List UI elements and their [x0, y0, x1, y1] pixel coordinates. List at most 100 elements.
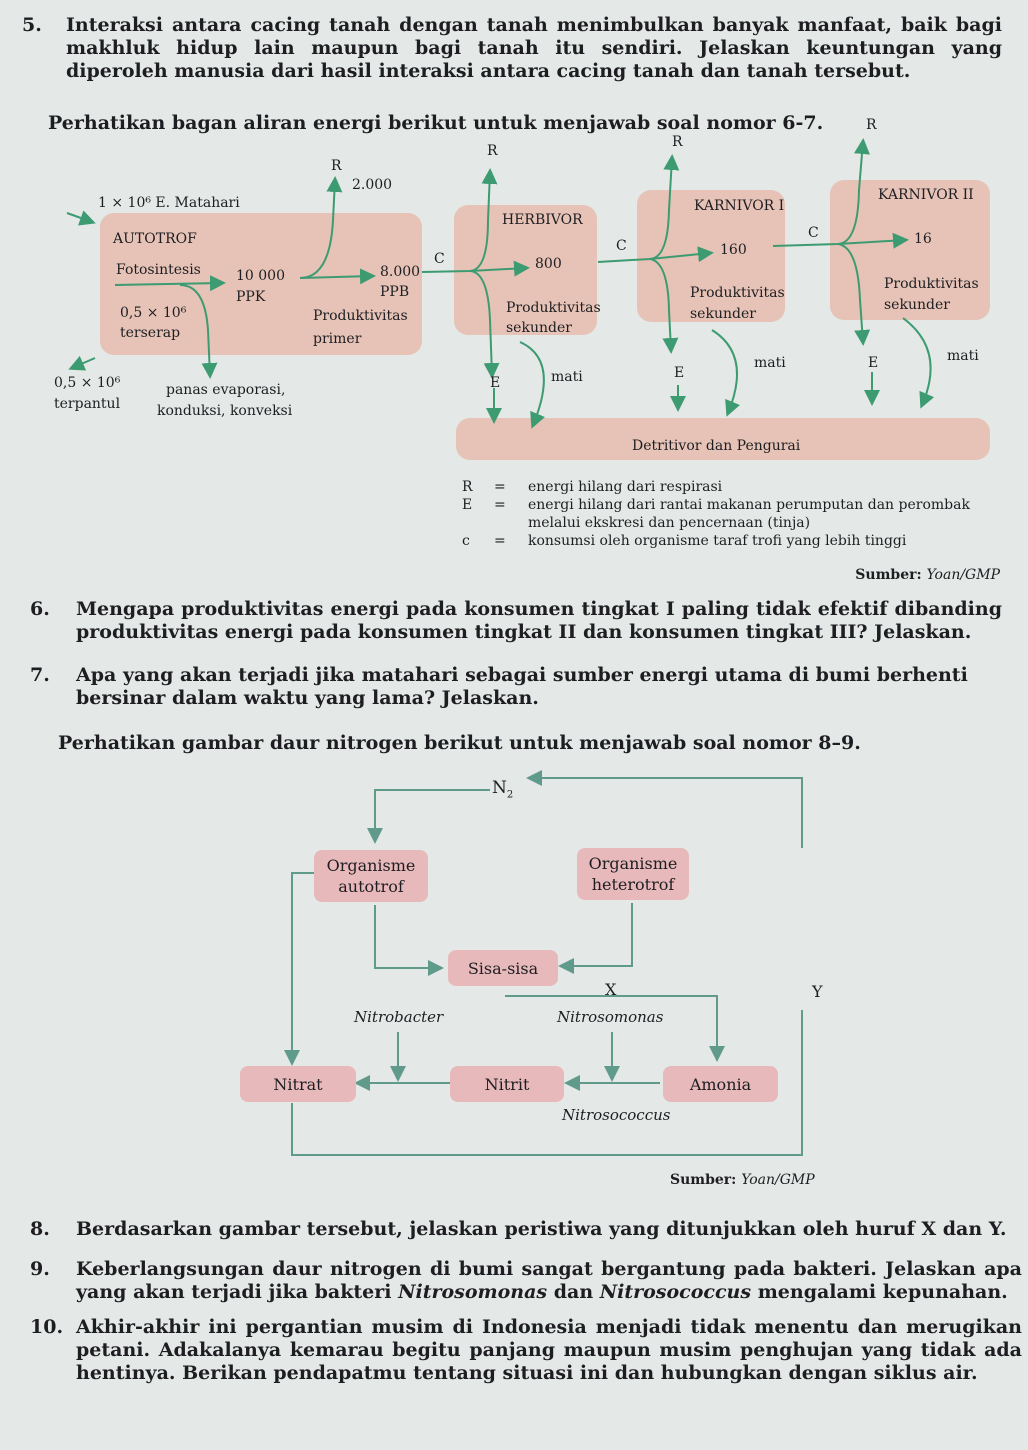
source-energy: Sumber: Yoan/GMP [855, 567, 1000, 583]
amonia-box: Amonia [663, 1066, 778, 1102]
sekunder-label: Produktivitas [884, 276, 979, 292]
legend-key: E [462, 497, 473, 513]
karnivor2-label: KARNIVOR II [878, 187, 974, 203]
e-label: E [674, 365, 685, 381]
question-text: Mengapa produktivitas energi pada konsum… [76, 598, 1002, 643]
absorbed-value: 0,5 × 10⁶ [120, 305, 187, 321]
mati-label: mati [754, 355, 786, 371]
text-italic: Nitrosomonas [398, 1281, 548, 1303]
n2-subscript: 2 [506, 789, 514, 801]
sekunder-label: Produktivitas [690, 285, 785, 301]
legend-text: konsumsi oleh organisme taraf trofi yang… [528, 533, 907, 549]
sun-energy-label: 1 × 10⁶ E. Matahari [98, 195, 240, 211]
nitrogen-heading: Perhatikan gambar daur nitrogen berikut … [58, 732, 861, 754]
mati-label: mati [947, 348, 979, 364]
question-number: 9. [30, 1258, 50, 1280]
source-value: Yoan/GMP [741, 1172, 815, 1188]
autotrof-label: AUTOTROF [113, 231, 197, 247]
question-text: Berdasarkan gambar tersebut, jelaskan pe… [76, 1218, 1007, 1240]
legend-key: R [462, 479, 473, 495]
organisme-autotrof-box: Organisme autotrof [314, 850, 428, 902]
fotosintesis-label: Fotosintesis [116, 262, 201, 278]
source-label: Sumber: [670, 1172, 737, 1188]
box-label: Organisme [588, 854, 678, 873]
reflected-value: 0,5 × 10⁶ [54, 375, 121, 391]
r-label: R [866, 117, 877, 133]
r-label: R [331, 158, 342, 174]
text-part: mengalami kepunahan. [751, 1281, 1008, 1303]
legend-eq [494, 514, 528, 532]
ppb-label: PPB [380, 284, 410, 300]
text-part: Keberlangsungan daur nitrogen di bumi sa… [76, 1258, 1022, 1303]
e-label: E [868, 355, 879, 371]
legend-eq: = [494, 497, 506, 513]
c-label: C [616, 238, 627, 254]
reflected-label: terpantul [54, 396, 121, 412]
heat-label-2: konduksi, konveksi [157, 403, 293, 419]
nitrosococcus-label: Nitrosococcus [562, 1106, 671, 1124]
box-label: Organisme [326, 856, 416, 875]
sekunder-label: Produktivitas [506, 300, 601, 316]
legend-row: melalui ekskresi dan pencernaan (tinja) [462, 514, 970, 532]
text-italic: Nitrosococcus [599, 1281, 752, 1303]
detritivor-label: Detritivor dan Pengurai [632, 438, 801, 454]
karnivor2-value: 16 [914, 231, 932, 247]
legend-eq: = [494, 533, 506, 549]
source-nitrogen: Sumber: Yoan/GMP [670, 1172, 815, 1188]
question-text: Interaksi antara cacing tanah dengan tan… [66, 14, 1002, 82]
sekunder-label-2: sekunder [690, 306, 756, 322]
question-number: 8. [30, 1218, 50, 1240]
nitrobacter-label: Nitrobacter [354, 1008, 444, 1026]
source-label: Sumber: [855, 567, 922, 583]
n2-text: N [492, 778, 507, 798]
herbivor-label: HERBIVOR [502, 212, 583, 228]
x-label: X [605, 980, 617, 999]
nitrosomonas-label: Nitrosomonas [557, 1008, 664, 1026]
r-label: R [672, 134, 683, 150]
primer-label: Produktivitas [313, 308, 408, 324]
question-text: Apa yang akan terjadi jika matahari seba… [76, 664, 968, 709]
legend-eq: = [494, 479, 506, 495]
sekunder-label-2: sekunder [506, 320, 572, 336]
legend: R = energi hilang dari respirasi E = energi … [462, 478, 970, 550]
question-10: 10. Akhir-akhir ini pergantian musim di … [30, 1316, 1022, 1388]
sisa-sisa-box: Sisa-sisa [448, 950, 558, 986]
question-9: 9. Keberlangsungan daur nitrogen di bumi… [30, 1258, 1022, 1306]
energy-heading: Perhatikan bagan aliran energi berikut u… [48, 112, 824, 134]
box-label: autotrof [338, 877, 404, 896]
question-6: 6. Mengapa produktivitas energi pada kon… [30, 598, 1002, 646]
c-label: C [808, 225, 819, 241]
question-8: 8. Berdasarkan gambar tersebut, jelaskan… [30, 1218, 1010, 1242]
legend-row: E = energi hilang dari rantai makanan peru… [462, 496, 970, 514]
ppb-value: 8.000 [380, 264, 421, 280]
legend-key [462, 514, 494, 532]
e-label: E [490, 375, 501, 391]
ppk-value: 10 000 [236, 268, 285, 284]
heat-label: panas evaporasi, [166, 382, 286, 398]
absorbed-label: terserap [120, 325, 181, 341]
question-number: 6. [30, 598, 50, 620]
herbivor-value: 800 [535, 256, 562, 272]
legend-text: energi hilang dari rantai makanan perump… [528, 497, 970, 513]
question-7: 7. Apa yang akan terjadi jika matahari s… [30, 664, 1002, 712]
question-5: 5. Interaksi antara cacing tanah dengan … [22, 14, 1002, 86]
detritivor-box [456, 418, 990, 460]
ppk-label: PPK [236, 289, 266, 305]
legend-text: melalui ekskresi dan pencernaan (tinja) [528, 515, 811, 531]
question-number: 7. [30, 664, 50, 686]
legend-text: energi hilang dari respirasi [528, 479, 723, 495]
text-part: dan [547, 1281, 600, 1303]
question-number: 5. [22, 14, 42, 36]
c-label: C [434, 251, 445, 267]
karnivor1-value: 160 [720, 242, 747, 258]
legend-key: c [462, 533, 470, 549]
question-text: Akhir-akhir ini pergantian musim di Indo… [76, 1316, 1022, 1384]
legend-row: R = energi hilang dari respirasi [462, 478, 970, 496]
primer-label-2: primer [313, 331, 362, 347]
mati-label: mati [551, 369, 583, 385]
r-label: R [487, 143, 498, 159]
question-text: Keberlangsungan daur nitrogen di bumi sa… [76, 1258, 1022, 1304]
nitrat-box: Nitrat [240, 1066, 356, 1102]
